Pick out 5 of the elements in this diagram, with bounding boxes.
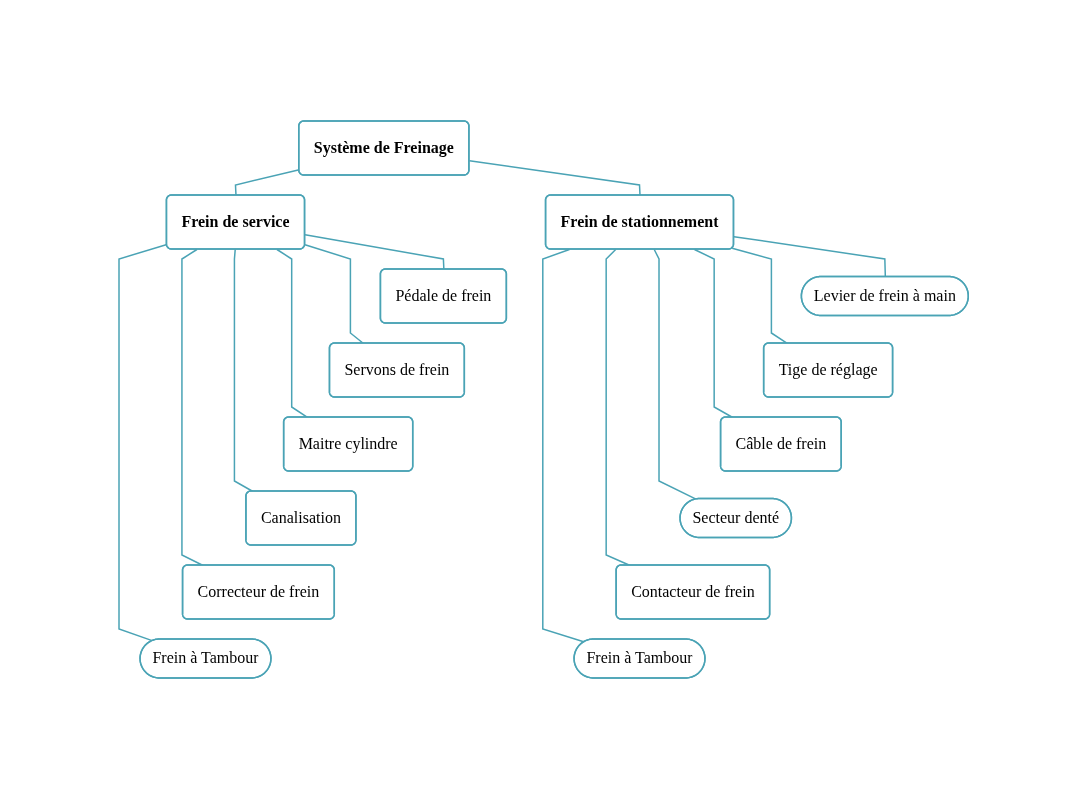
connector	[304, 233, 445, 270]
connector	[304, 243, 365, 344]
connector	[235, 168, 301, 196]
connector	[469, 159, 642, 196]
connector	[733, 235, 887, 278]
